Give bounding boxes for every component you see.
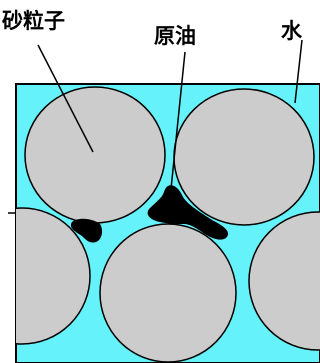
oil-blob-center <box>147 185 229 240</box>
oil-leader-line <box>170 51 186 190</box>
sand-particles <box>16 86 320 363</box>
sand-grain-bottom-center <box>99 223 237 363</box>
sand-leader-line <box>37 44 94 153</box>
oil-blob-left <box>70 218 103 243</box>
sand-grain-bottom-right <box>248 211 320 351</box>
water-label: 水 <box>281 19 303 43</box>
crude-oil-blobs <box>70 185 229 243</box>
sand-grain-bottom-left <box>16 207 91 345</box>
sand-grain-top-right <box>173 88 315 226</box>
crude-oil-label: 原油 <box>154 24 196 48</box>
sand-grain-top-left <box>24 86 166 224</box>
water-leader-line <box>294 39 303 104</box>
sand-particle-label: 砂粒子 <box>2 9 65 33</box>
